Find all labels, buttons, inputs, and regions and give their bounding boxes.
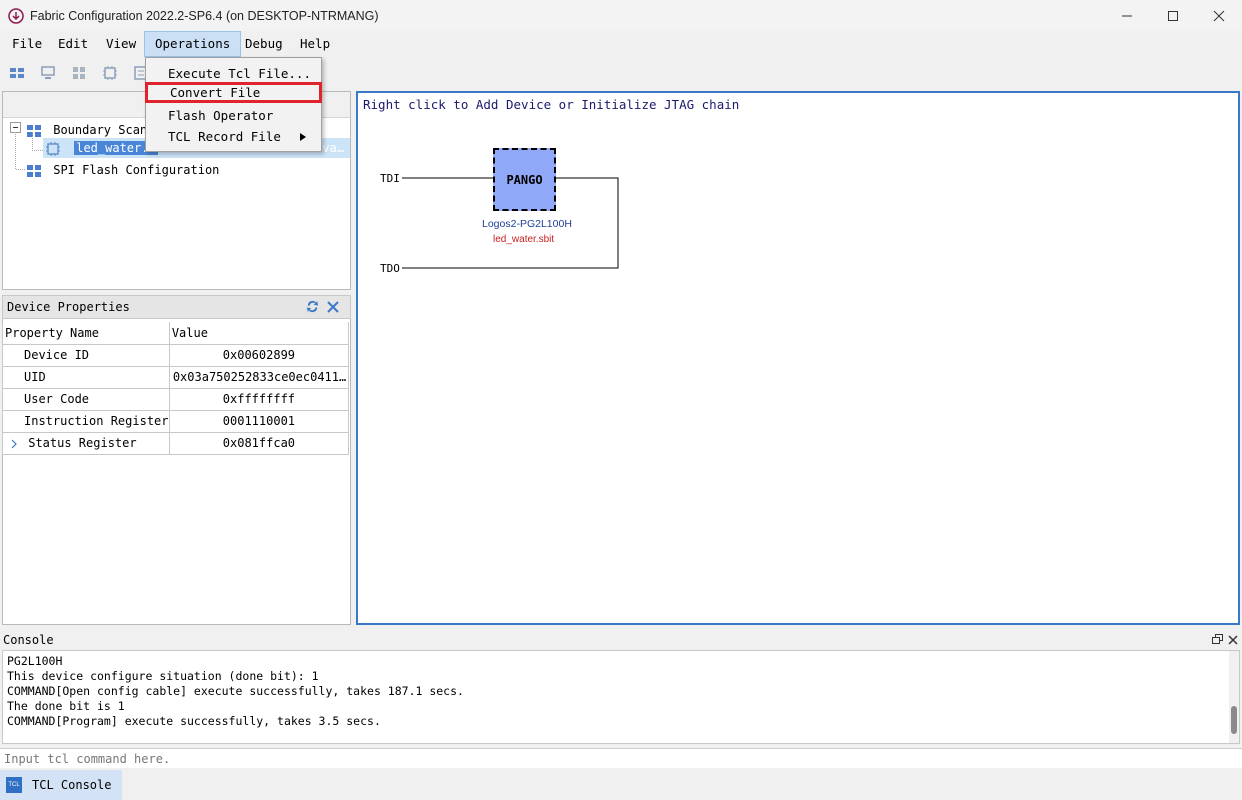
tdo-label: TDO: [380, 262, 400, 275]
float-icon[interactable]: [1212, 634, 1223, 645]
property-name: Status Register: [28, 436, 137, 450]
minimize-icon: [1122, 15, 1132, 16]
app-icon: [8, 7, 24, 24]
tree-node-spi-flash[interactable]: SPI Flash Configuration: [26, 160, 219, 180]
submenu-arrow-icon: [300, 133, 306, 141]
menu-view[interactable]: View: [106, 36, 137, 51]
property-name-cell: Status Register: [2, 431, 170, 455]
menu-item-tcl-record[interactable]: TCL Record File: [146, 126, 321, 147]
property-name: User Code: [2, 387, 170, 411]
menu-operations[interactable]: Operations: [144, 31, 242, 57]
console-line: PG2L100H: [7, 654, 63, 668]
property-value: 0xffffffff: [168, 387, 350, 411]
menu-item-label: TCL Record File: [168, 129, 281, 144]
boundary-scan-icon: [27, 124, 41, 137]
spi-flash-icon: [27, 164, 41, 177]
menu-item-execute-tcl[interactable]: Execute Tcl File...: [168, 66, 311, 81]
menu-help[interactable]: Help: [300, 36, 331, 51]
grid-icon[interactable]: [71, 65, 87, 81]
property-value: 0x081ffca0: [168, 431, 350, 455]
column-header-property: Property Name: [2, 322, 170, 345]
refresh-icon[interactable]: [305, 299, 320, 314]
table-row[interactable]: Status Register 0x081ffca0: [2, 431, 350, 455]
console-line: The done bit is 1: [7, 699, 125, 713]
device-properties-table: Property Name Value Device ID 0x00602899…: [2, 322, 350, 455]
table-header-row: Property Name Value: [2, 322, 350, 345]
console-title: Console: [3, 633, 54, 647]
cable-icon[interactable]: [40, 65, 56, 81]
bitstream-label: led_water.sbit: [493, 234, 555, 245]
device-properties-title: Device Properties: [7, 300, 130, 314]
close-panel-icon[interactable]: [327, 301, 339, 313]
menu-file[interactable]: File: [12, 36, 43, 51]
table-row[interactable]: Device ID 0x00602899: [2, 343, 350, 367]
menu-bar: File Edit View Operations Debug Help: [0, 31, 1242, 57]
chevron-right-icon[interactable]: [9, 439, 19, 449]
tcl-command-input[interactable]: Input tcl command here.: [0, 748, 1242, 768]
maximize-icon: [1168, 10, 1178, 21]
tree-label: led_water.s: [74, 141, 158, 155]
property-name: Instruction Register: [2, 409, 170, 433]
menu-edit[interactable]: Edit: [58, 36, 89, 51]
device-properties-header: Device Properties: [2, 295, 351, 319]
tcl-icon: TCL: [6, 777, 22, 793]
console-scrollbar[interactable]: [1229, 651, 1239, 743]
maximize-button[interactable]: [1150, 0, 1196, 31]
console-header: Console: [0, 630, 1242, 650]
device-chip-icon: [46, 141, 60, 156]
table-row[interactable]: Instruction Register 0001110001: [2, 409, 350, 433]
console-output: PG2L100H This device configure situation…: [2, 650, 1240, 744]
minimize-button[interactable]: [1104, 0, 1150, 31]
table-row[interactable]: UID 0x03a750252833ce0ec0411…: [2, 365, 350, 389]
tree-label: Boundary Scan: [53, 123, 148, 137]
property-value: 0001110001: [168, 409, 350, 433]
jtag-canvas[interactable]: Right click to Add Device or Initialize …: [356, 91, 1240, 625]
menu-debug[interactable]: Debug: [245, 36, 283, 51]
scan-chain-icon[interactable]: [9, 65, 25, 81]
console-line: This device configure situation (done bi…: [7, 669, 319, 683]
table-row[interactable]: User Code 0xffffffff: [2, 387, 350, 411]
console-line: COMMAND[Program] execute successfully, t…: [7, 714, 381, 728]
device-name-label: Logos2-PG2L100H: [482, 218, 572, 230]
fpga-device-chip[interactable]: PANGO: [493, 148, 556, 211]
tree-node-boundary-scan[interactable]: Boundary Scan: [26, 120, 147, 140]
console-line: COMMAND[Open config cable] execute succe…: [7, 684, 464, 698]
property-value: 0x03a750252833ce0ec0411…: [168, 365, 350, 389]
title-bar: Fabric Configuration 2022.2-SP6.4 (on DE…: [0, 0, 1242, 31]
chip-icon[interactable]: [102, 65, 118, 81]
window-title: Fabric Configuration 2022.2-SP6.4 (on DE…: [30, 8, 379, 23]
menu-item-flash-operator[interactable]: Flash Operator: [168, 108, 274, 123]
tree-connector: [15, 132, 43, 170]
chip-label: PANGO: [506, 172, 543, 187]
tab-tcl-console[interactable]: TCL TCL Console: [0, 770, 122, 800]
tdi-label: TDI: [380, 172, 400, 185]
property-name: UID: [2, 365, 170, 389]
property-value: 0x00602899: [168, 343, 350, 367]
tree-label: SPI Flash Configuration: [53, 163, 220, 177]
scrollbar-thumb[interactable]: [1231, 706, 1237, 734]
close-icon: [1213, 10, 1225, 21]
close-console-icon[interactable]: [1228, 635, 1238, 645]
tree-label-tail: va…: [322, 141, 344, 155]
jtag-wires: [402, 177, 619, 269]
canvas-hint: Right click to Add Device or Initialize …: [363, 97, 740, 112]
tab-label: TCL Console: [32, 778, 112, 792]
column-header-value: Value: [168, 322, 350, 345]
operations-menu: Execute Tcl File... Convert File Flash O…: [145, 57, 322, 152]
property-name: Device ID: [2, 343, 170, 367]
menu-item-convert-file[interactable]: Convert File: [145, 82, 322, 103]
close-button[interactable]: [1196, 0, 1242, 31]
